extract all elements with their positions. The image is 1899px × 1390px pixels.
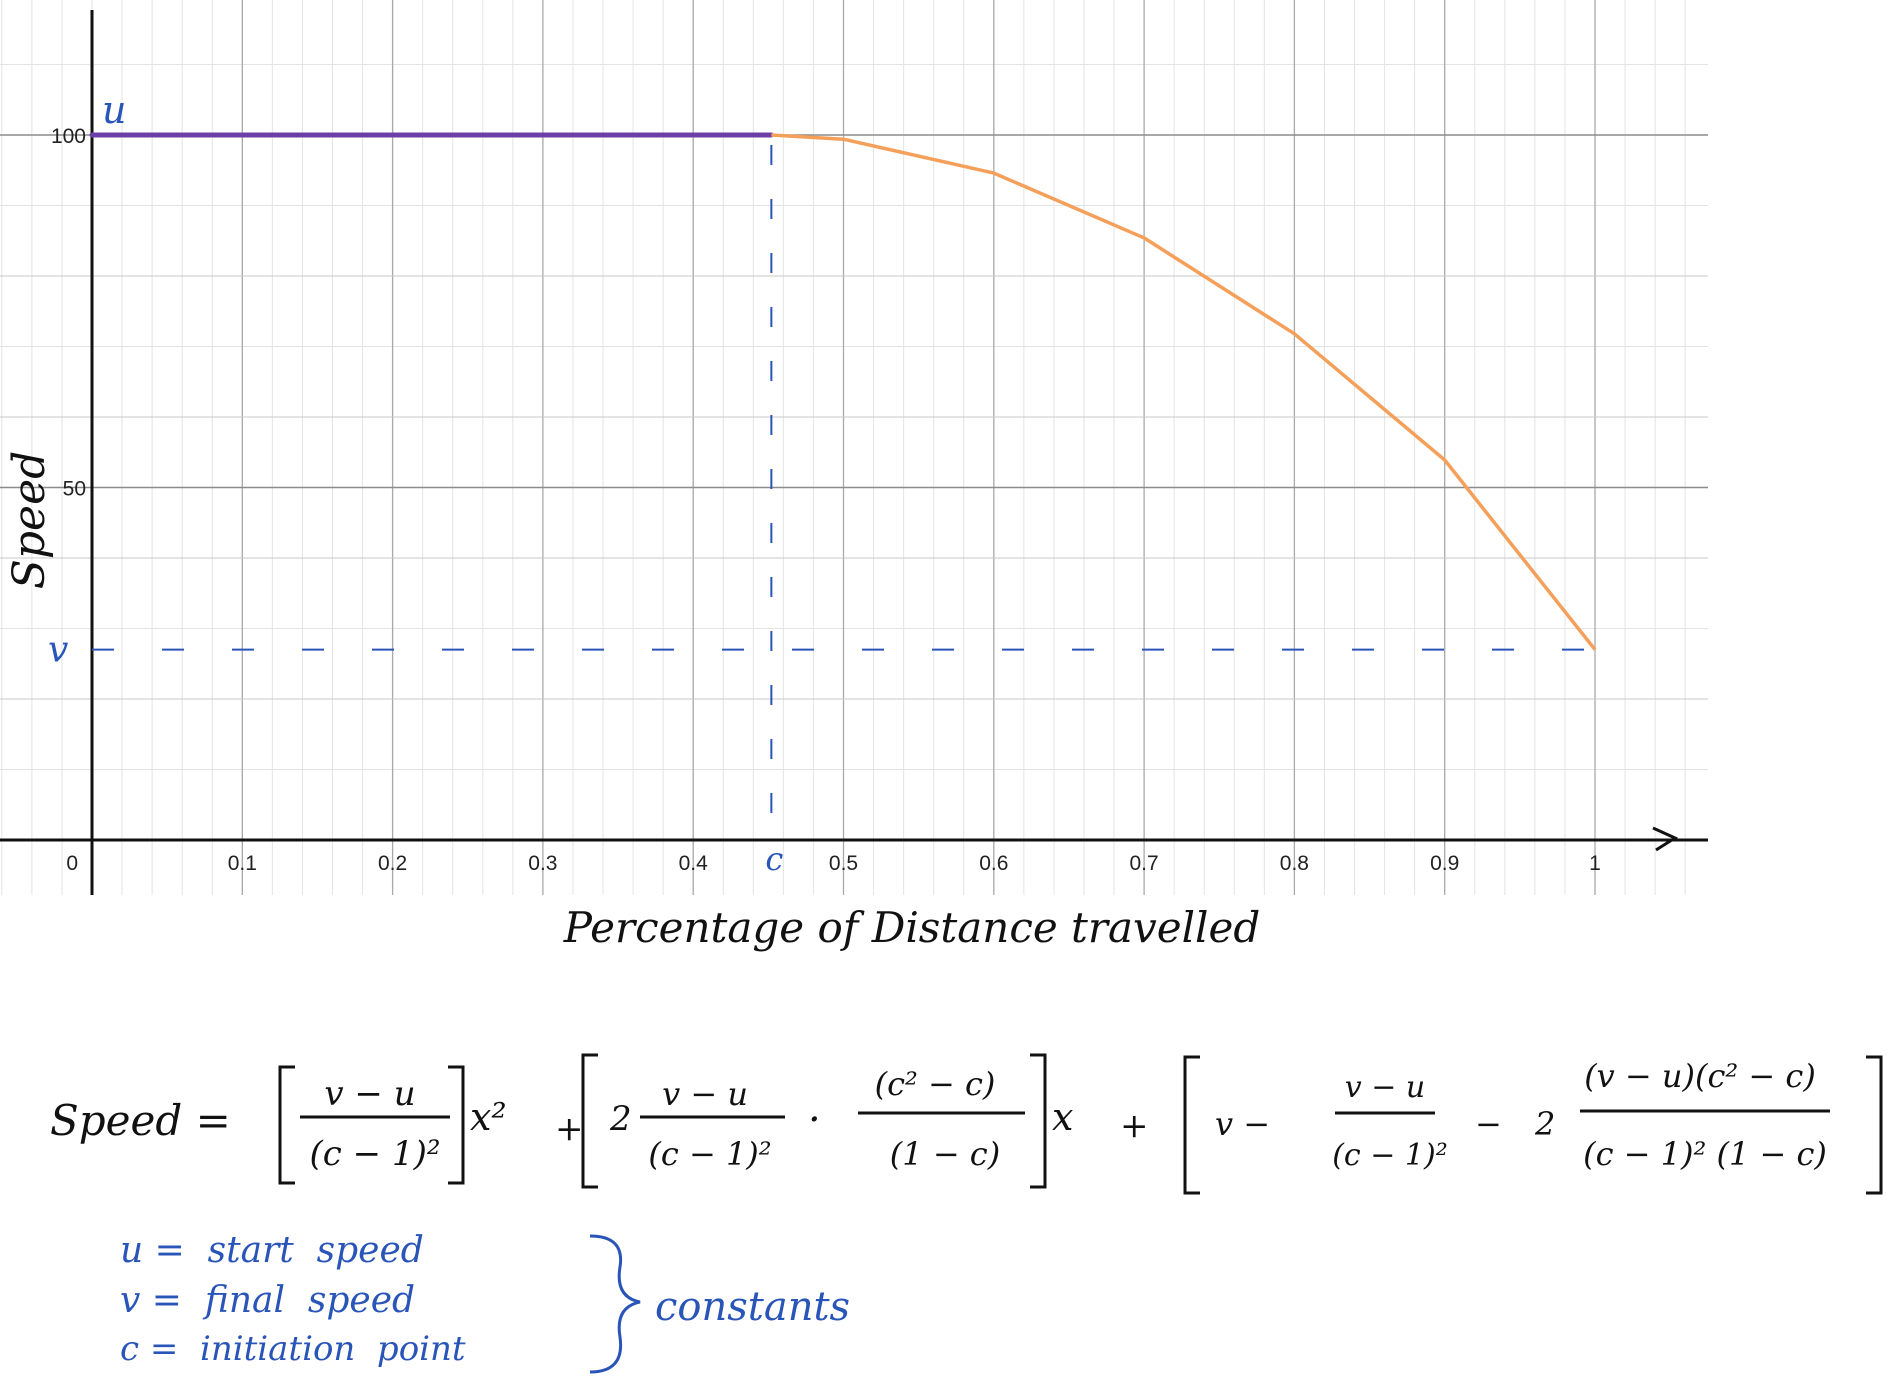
tick-labels: 0.1 0.2 0.3 0.4 0.5 0.6 0.7 0.8 0.9 1 0 50 100	[51, 125, 1601, 875]
x-tick-label: 0.4	[679, 852, 709, 875]
constants-label: constants	[655, 1284, 850, 1330]
term2-dot: ·	[808, 1097, 821, 1143]
bracket-right-2	[1030, 1053, 1047, 1189]
bracket-left-2	[581, 1053, 598, 1189]
term3-v: v −	[1215, 1105, 1270, 1143]
formula-lhs: Speed =	[50, 1096, 231, 1145]
x-tick-label: 0.8	[1280, 852, 1309, 875]
x-axis-label: Percentage of Distance travelled	[563, 903, 1260, 952]
u-label: u	[102, 88, 126, 132]
constants-legend: u = start speed v = final speed c = init…	[120, 1230, 850, 1374]
x-tick-label: 0.7	[1129, 852, 1158, 875]
x-tick-label: 0.5	[829, 852, 858, 875]
y-tick-label: 0	[66, 852, 78, 875]
x-tick-label: 0.3	[528, 852, 557, 875]
series-line-decel	[771, 133, 1597, 651]
y-tick-label: 100	[51, 125, 86, 148]
v-label: v	[48, 630, 68, 671]
term3-coefficient: 2	[1534, 1105, 1555, 1143]
plus-1: +	[555, 1109, 584, 1149]
term2-numerator2: (c² − c)	[875, 1065, 996, 1103]
annotations: u v c	[48, 88, 1595, 878]
term1-denominator: (c − 1)²	[310, 1134, 441, 1174]
c-definition: c = initiation point	[120, 1329, 466, 1369]
x-axis-arrow	[1652, 826, 1679, 852]
x-tick-label: 0.1	[228, 852, 257, 875]
term2-coefficient: 2	[609, 1099, 632, 1139]
x-tick-label: 0.2	[378, 852, 407, 875]
term3-denominator2: (c − 1)² (1 − c)	[1583, 1135, 1827, 1173]
term3-numerator: v − u	[1345, 1070, 1425, 1105]
series-layer	[89, 132, 1597, 651]
term3-minus: −	[1475, 1105, 1502, 1143]
bracket-left-1	[278, 1065, 295, 1185]
bracket-right-3	[1866, 1055, 1883, 1195]
c-label: c	[765, 840, 783, 878]
curly-brace	[589, 1234, 641, 1374]
x-tick-label: 0.9	[1430, 852, 1459, 875]
x-tick-label: 1	[1589, 852, 1601, 875]
y-tick-label: 50	[63, 478, 86, 501]
plus-2: +	[1120, 1106, 1149, 1146]
u-definition: u = start speed	[120, 1230, 424, 1271]
bracket-right-1	[448, 1065, 465, 1185]
term2-numerator: v − u	[662, 1075, 748, 1113]
bracket-left-3	[1183, 1055, 1200, 1195]
term2-denominator: (c − 1)²	[648, 1135, 771, 1173]
v-definition: v = final speed	[120, 1280, 415, 1321]
y-axis-label: Speed	[4, 451, 55, 590]
speed-chart: 0.1 0.2 0.3 0.4 0.5 0.6 0.7 0.8 0.9 1 0 50 100 u v c	[0, 0, 1708, 895]
term2-denominator2: (1 − c)	[890, 1135, 1000, 1173]
x-tick-label: 0.6	[979, 852, 1008, 875]
speed-formula: Speed = v − u (c − 1)² x² + 2 v − u (c −…	[50, 1053, 1883, 1195]
axes	[0, 10, 1708, 895]
term1-numerator: v − u	[324, 1074, 415, 1114]
term2-variable: x	[1052, 1095, 1073, 1139]
axis-titles: Speed Percentage of Distance travelled	[4, 451, 1260, 952]
term3-denominator: (c − 1)²	[1332, 1138, 1448, 1173]
term1-variable: x²	[470, 1095, 507, 1139]
term3-numerator2: (v − u)(c² − c)	[1584, 1057, 1816, 1095]
